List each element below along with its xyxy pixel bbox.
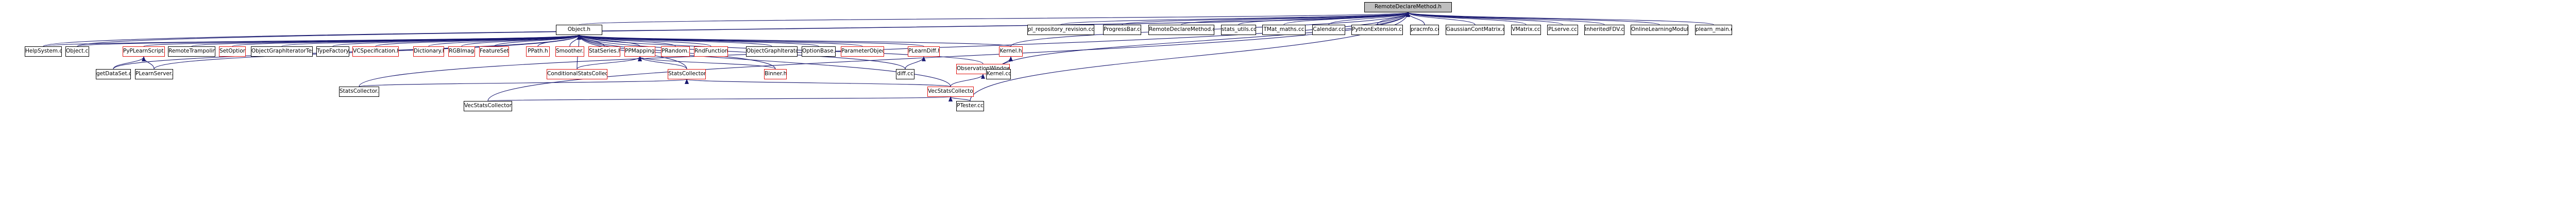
edge-52 — [577, 35, 951, 87]
edge-64 — [948, 96, 971, 101]
edge-44 — [577, 35, 1011, 47]
edge-10 — [1406, 12, 1476, 25]
node-stats-collector-h[interactable]: StatsCollector.h — [668, 69, 706, 79]
edge-17 — [77, 12, 1410, 47]
node-pp-mapping-h[interactable]: PPMapping.h — [624, 46, 655, 57]
edge-33 — [494, 35, 581, 47]
edge-63 — [487, 96, 952, 102]
node-vcspecification-h[interactable]: VCSpecification.h — [352, 46, 399, 57]
node-get-data-set-cc[interactable]: getDataSet.cc — [96, 69, 131, 79]
node-p-random-h[interactable]: PRandom.h — [661, 46, 690, 57]
node-remote-trampoline-cc[interactable]: RemoteTrampoline.cc — [168, 46, 215, 57]
edge-13 — [1406, 12, 1605, 25]
node-feature-set-h[interactable]: FeatureSet.h — [479, 46, 509, 57]
node-kernel-h[interactable]: Kernel.h — [999, 46, 1023, 57]
edge-14 — [1406, 12, 1660, 25]
node-pracmfo-cc[interactable]: pracmfo.cc — [1410, 25, 1439, 35]
edge-6 — [1283, 12, 1410, 25]
node-rgbimage-h[interactable]: RGBImage.h — [448, 46, 475, 57]
edge-55 — [577, 56, 642, 70]
edge-42 — [577, 35, 863, 47]
edge-27 — [232, 35, 581, 47]
node-object-graph-iterator-cc[interactable]: ObjectGraphIterator.cc — [746, 46, 798, 57]
node-stat-series-h[interactable]: StatSeries.h — [588, 46, 620, 57]
edge-54 — [142, 56, 155, 70]
node-plearn-server-cc[interactable]: PLearnServer.cc — [135, 69, 173, 79]
node-parameter-object-h[interactable]: ParameterObject.h — [841, 46, 884, 57]
edge-51 — [577, 35, 906, 70]
edge-39 — [577, 35, 711, 47]
node-smoother-h[interactable]: Smoother.h — [555, 46, 584, 57]
edge-62 — [950, 74, 985, 87]
edge-32 — [461, 35, 581, 47]
node-rnd-function-h[interactable]: RndFunction.h — [694, 46, 728, 57]
node-ptester-cc[interactable]: PTester.cc — [956, 101, 984, 111]
node-object-cc[interactable]: Object.cc — [65, 46, 89, 57]
node-inherited-fdv-cc[interactable]: InheritedFDV.cc — [1584, 25, 1624, 35]
node-kernel-cc[interactable]: Kernel.cc — [986, 69, 1011, 79]
node-conditional-stats-collector-h[interactable]: ConditionalStatsCollector.h — [547, 69, 607, 79]
edge-15 — [1406, 12, 1714, 25]
edge-11 — [1406, 12, 1527, 25]
edge-7 — [1328, 12, 1410, 25]
edge-22 — [487, 12, 1410, 101]
node-progress-bar-cc[interactable]: ProgressBar.cc — [1103, 25, 1141, 35]
edge-19 — [998, 12, 1410, 70]
edge-3 — [1122, 12, 1410, 25]
node-pl-repository-revision-cc[interactable]: pl_repository_revision.cc — [1027, 25, 1094, 35]
node-online-learning-module-cc[interactable]: OnlineLearningModule.cc — [1631, 25, 1688, 35]
node-object-h[interactable]: Object.h — [556, 25, 602, 35]
edge-layer — [43, 12, 1714, 102]
node-object-graph-iterator-test-cc[interactable]: ObjectGraphIteratorTest.cc — [251, 46, 313, 57]
node-remote-declare-method-cc[interactable]: RemoteDeclareMethod.cc — [1148, 25, 1214, 35]
node-plearn-diff-h[interactable]: PLearnDiff.h — [908, 46, 940, 57]
node-help-system-cc[interactable]: HelpSystem.cc — [25, 46, 62, 57]
node-diff-cc[interactable]: diff.cc — [896, 69, 914, 79]
node-binner-h[interactable]: Binner.h — [764, 69, 787, 79]
edge-30 — [375, 35, 581, 47]
node-ppath-h[interactable]: PPath.h — [526, 46, 550, 57]
node-type-factory-cc[interactable]: TypeFactory.cc — [316, 46, 349, 57]
edge-57 — [638, 56, 776, 70]
node-plserve-cc[interactable]: PLserve.cc — [1547, 25, 1578, 35]
node-dictionary-h[interactable]: Dictionary.h — [413, 46, 444, 57]
node-vmatrix-cc[interactable]: VMatrix.cc — [1511, 25, 1541, 35]
node-python-extension-cc[interactable]: PythonExtension.cc — [1351, 25, 1403, 35]
edge-38 — [577, 35, 676, 47]
edge-60 — [359, 79, 689, 87]
edge-2 — [1060, 12, 1410, 25]
edge-61 — [685, 79, 951, 87]
node-vec-stats-collector-cc[interactable]: VecStatsCollector.cc — [464, 101, 512, 111]
root-node: RemoteDeclareMethod.h — [1364, 2, 1452, 12]
edge-58 — [905, 56, 926, 70]
node-set-option-h[interactable]: SetOption.h — [219, 46, 246, 57]
node-stats-utils-cc[interactable]: stats_utils.cc — [1221, 25, 1256, 35]
edge-1 — [579, 12, 1410, 25]
node-pyplearnscript-h[interactable]: PyPLearnScript.h — [123, 46, 165, 57]
node-option-base-cc[interactable]: OptionBase.cc — [802, 46, 836, 57]
node-stats-collector-cc[interactable]: StatsCollector.cc — [339, 87, 379, 97]
node-plearn-main-cc[interactable]: plearn_main.cc — [1695, 25, 1732, 35]
node-vec-stats-collector-h[interactable]: VecStatsCollector.h — [927, 87, 974, 97]
node-calendar-cc[interactable]: Calendar.cc — [1312, 25, 1345, 35]
node-tmat-maths-cc[interactable]: TMat_maths.cc — [1262, 25, 1306, 35]
node-gaussian-cont-matrix-cc[interactable]: GaussianContMatrix.cc — [1446, 25, 1504, 35]
edge-31 — [428, 35, 581, 47]
